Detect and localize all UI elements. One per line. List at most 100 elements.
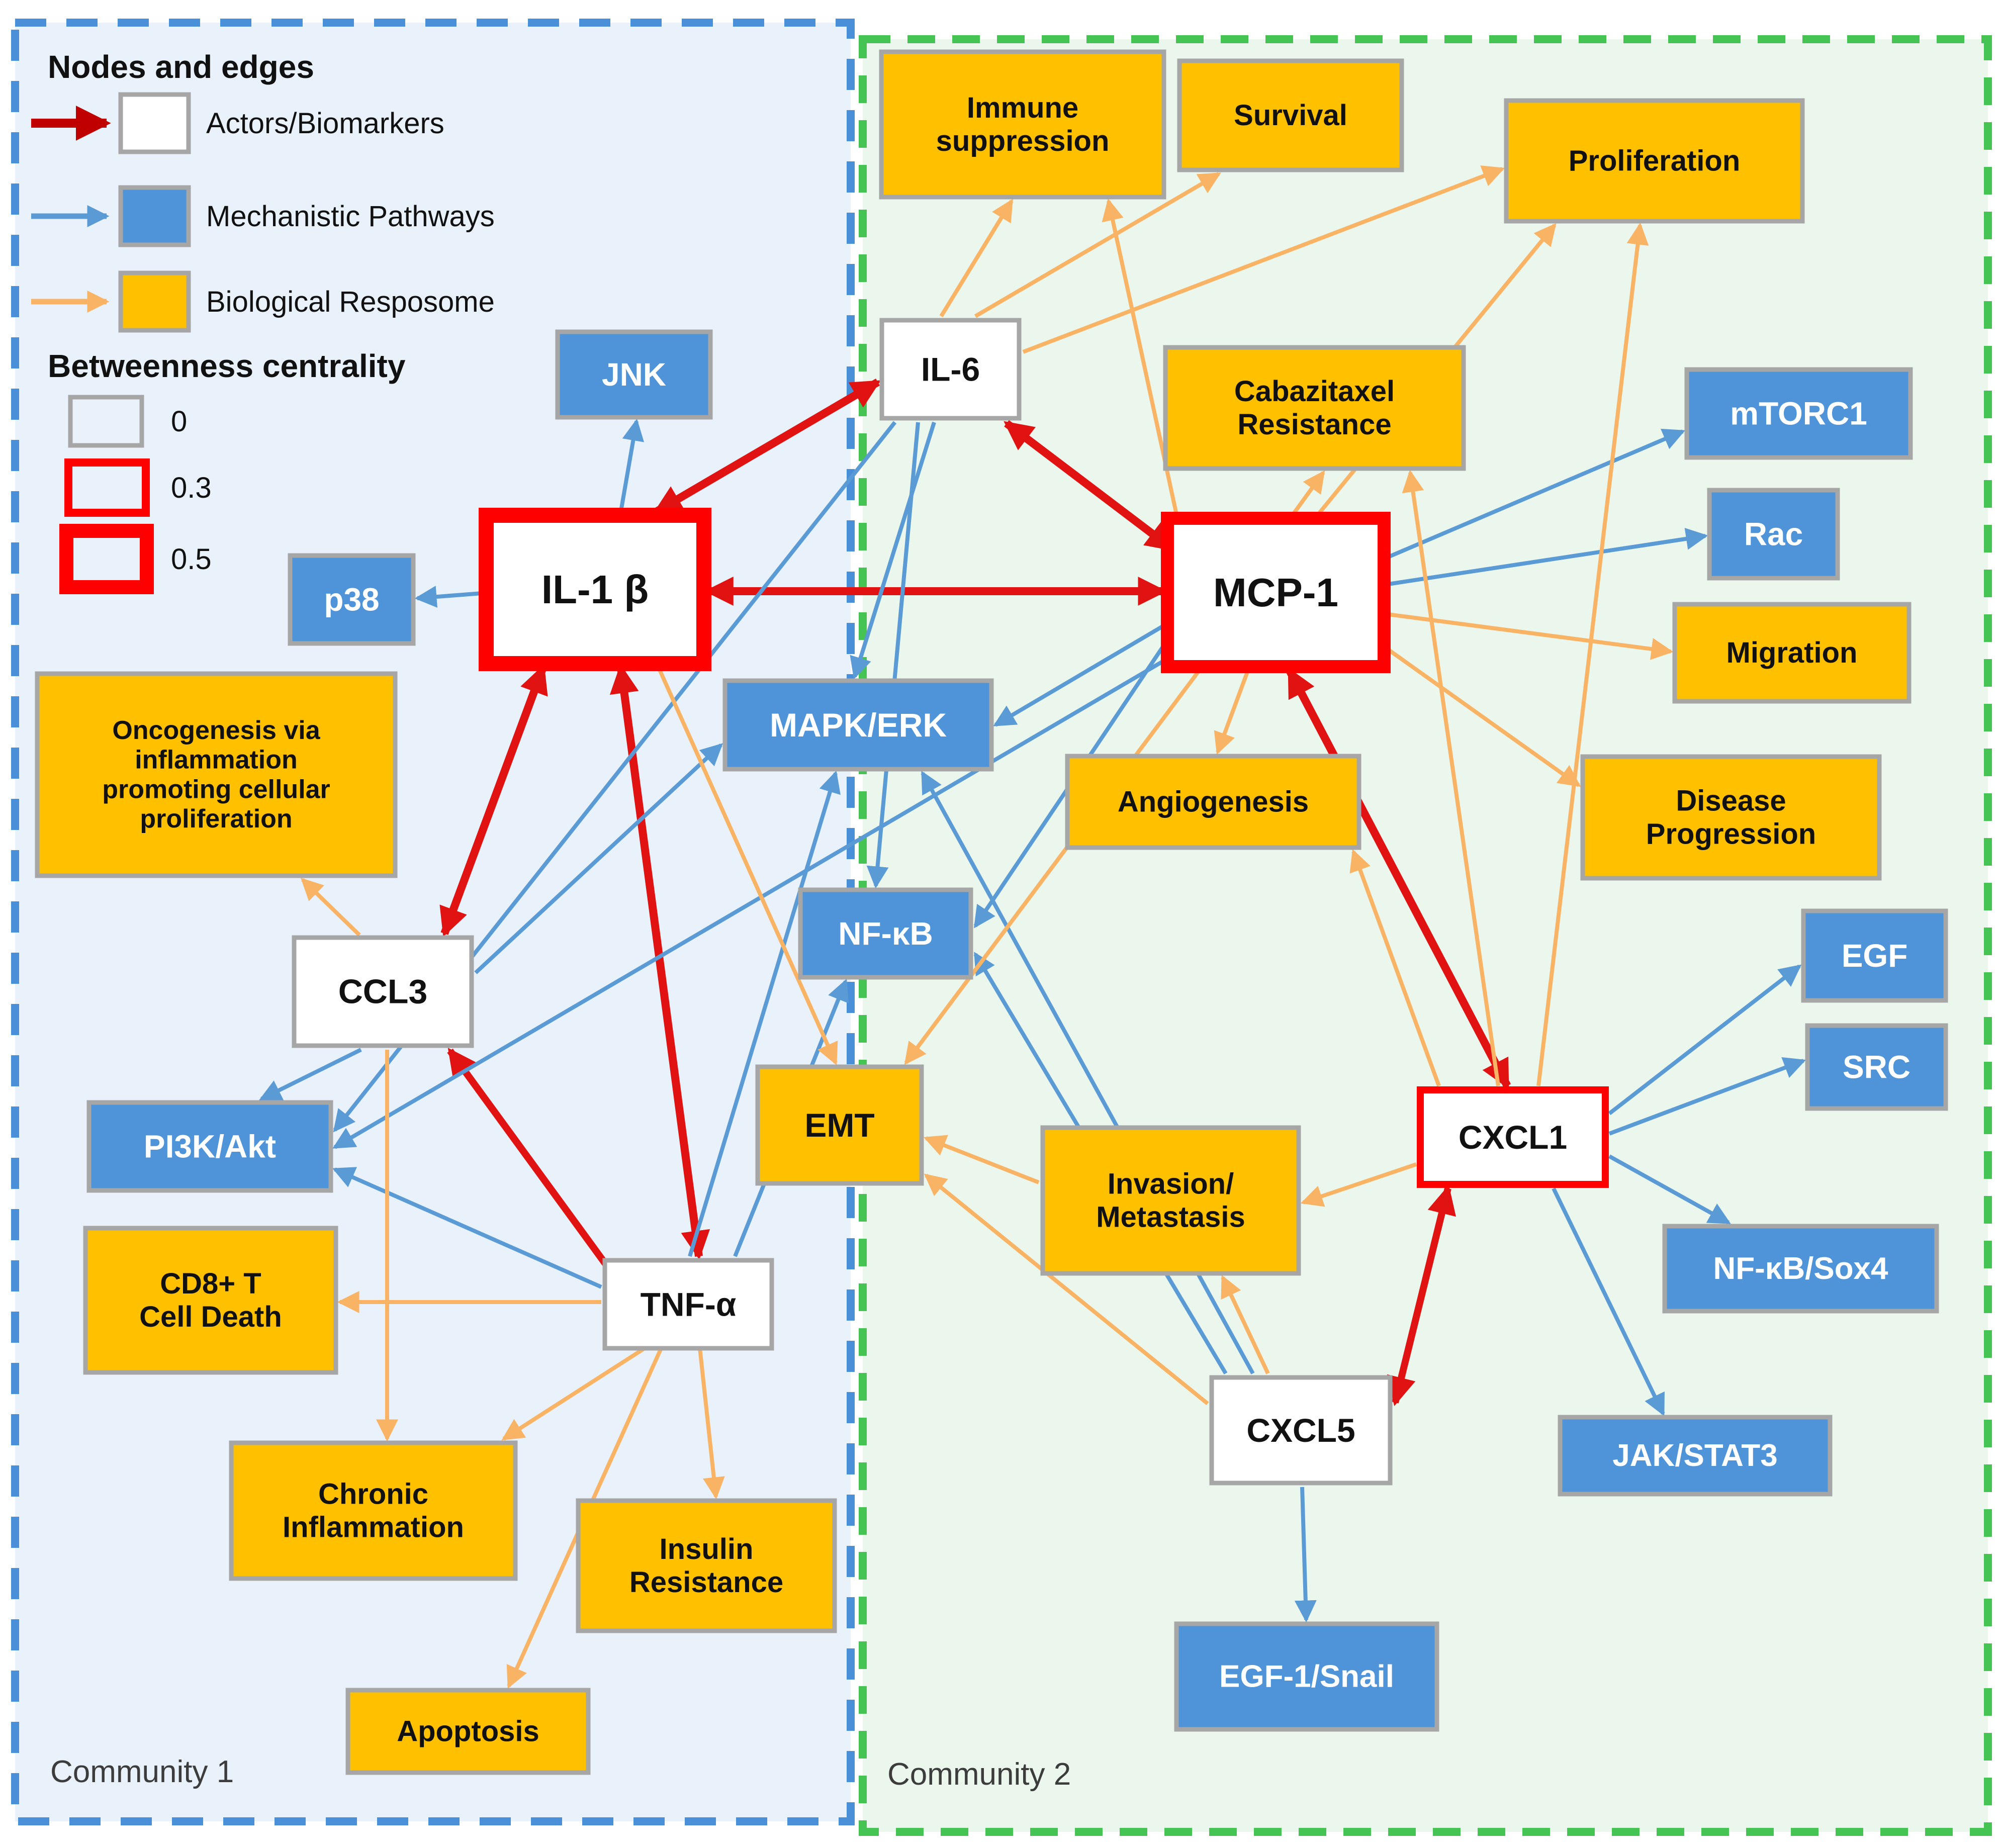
node-tnf-a-box [602, 1258, 774, 1351]
node-jak-stat3: JAK/STAT3 [1558, 1415, 1833, 1497]
edge-mcp-1-mtorc1 [1387, 428, 1686, 559]
node-src-box [1805, 1023, 1948, 1111]
edge-il-1b-p38 [414, 586, 483, 608]
node-nf-kb-label: NF-κB [838, 915, 933, 952]
node-migration-label: Migration [1726, 636, 1858, 669]
node-il-1b-label: IL-1 β [541, 567, 649, 612]
node-mapk-erk-box [722, 678, 994, 772]
node-rac-label: Rac [1744, 516, 1803, 552]
edge-mcp-1-migration [1388, 612, 1674, 660]
node-angiogenesis: Angiogenesis [1065, 754, 1361, 850]
edge-invasion-metastasis-emt [923, 1135, 1040, 1184]
edge-mcp-1-rac [1388, 528, 1708, 586]
community-1-label: Community 1 [50, 1754, 234, 1789]
edge-mcp-1-cabazitaxel-resistance [1291, 470, 1325, 516]
edge-il-1b-emt [657, 667, 838, 1066]
node-survival-box [1177, 58, 1404, 172]
betweenness-box-0.5 [59, 524, 154, 594]
node-il-1b-box [479, 508, 711, 671]
node-il-6-label: IL-6 [921, 351, 980, 388]
node-chronic-inflammation-box [229, 1440, 518, 1581]
edge-tnf-a-pi3k-akt [332, 1167, 602, 1289]
node-migration: Migration [1672, 602, 1912, 704]
edge-mcp-1-cxcl1 [1286, 667, 1511, 1089]
edge-cxcl5-egf-1-snail [1294, 1487, 1317, 1623]
edge-il-6-mapk-erk [850, 421, 936, 680]
node-mtorc1-label: mTORC1 [1730, 396, 1867, 432]
node-invasion-metastasis-box [1040, 1125, 1301, 1276]
edge-il-1b-il-6 [653, 379, 881, 515]
node-src-label: SRC [1843, 1049, 1910, 1085]
node-invasion-metastasis-label: Invasion/Metastasis [1096, 1168, 1245, 1234]
edge-il-6-mcp-1 [1004, 420, 1175, 552]
node-rac-box [1707, 488, 1840, 581]
edge-cxcl1-proliferation [1536, 222, 1649, 1086]
legend-box-actors-biomarkers [118, 92, 191, 154]
node-p38-label: p38 [324, 582, 379, 618]
legend-title: Nodes and edges [48, 49, 314, 85]
node-apoptosis-box [345, 1688, 591, 1775]
node-jnk-box [555, 329, 713, 420]
node-mcp-1-label: MCP-1 [1213, 570, 1338, 615]
node-immune-suppression-box [879, 49, 1166, 200]
node-proliferation-box [1504, 98, 1805, 224]
node-nf-kb-sox4-label: NF-κB/Sox4 [1713, 1251, 1888, 1286]
node-pi3k-akt: PI3K/Akt [86, 1100, 333, 1193]
node-egf-label: EGF [1842, 938, 1908, 974]
legend-label-mechanistic-pathways: Mechanistic Pathways [206, 200, 495, 233]
edge-il-1b-ccl3 [439, 664, 548, 937]
node-cd8-t-cell-death-box [83, 1226, 338, 1375]
community-2-label: Community 2 [887, 1757, 1071, 1792]
node-ccl3-label: CCL3 [338, 973, 428, 1011]
edge-il-6-survival [974, 172, 1221, 318]
edge-il-1b-tnf-a [609, 664, 710, 1260]
node-cabazitaxel-resistance-box [1163, 345, 1466, 471]
edge-cxcl1-src [1608, 1057, 1806, 1136]
edge-ccl3-oncogenesis [301, 878, 361, 937]
node-p38: p38 [288, 553, 416, 646]
edges-layer [259, 165, 1806, 1689]
edge-ccl3-pi3k-akt [259, 1048, 362, 1101]
edge-tnf-a-chronic-inflammation [501, 1346, 646, 1441]
edge-il-6-proliferation [1022, 165, 1505, 354]
node-cxcl5-label: CXCL5 [1246, 1412, 1355, 1449]
node-nf-kb-box [798, 887, 973, 980]
node-egf-1-snail-box [1174, 1621, 1439, 1732]
node-emt: EMT [755, 1064, 924, 1186]
node-insulin-resistance-box [576, 1498, 837, 1633]
edge-mcp-1-emt [904, 669, 1201, 1065]
node-tnf-a-label: TNF-α [641, 1286, 737, 1323]
edge-mcp-1-mapk-erk [993, 624, 1165, 727]
node-il-6: IL-6 [879, 318, 1022, 421]
node-egf-1-snail: EGF-1/Snail [1174, 1621, 1439, 1732]
edge-mcp-1-angiogenesis [1214, 670, 1250, 755]
legend-box-mechanistic-pathways [118, 185, 191, 247]
edge-cxcl5-invasion-metastasis [1221, 1275, 1270, 1374]
node-jnk: JNK [555, 329, 713, 420]
node-survival: Survival [1177, 58, 1404, 172]
edge-cxcl1-cabazitaxel-resistance [1402, 470, 1500, 1086]
betweenness-box-0.3 [64, 458, 150, 517]
node-mcp-1-box [1161, 512, 1391, 673]
node-apoptosis: Apoptosis [345, 1688, 591, 1775]
node-oncogenesis-box [35, 671, 398, 878]
edge-tnf-a-ccl3 [447, 1048, 611, 1270]
edge-cxcl1-invasion-metastasis [1300, 1162, 1417, 1207]
node-cxcl5: CXCL5 [1209, 1375, 1393, 1486]
node-jak-stat3-box [1558, 1415, 1833, 1497]
node-angiogenesis-label: Angiogenesis [1118, 786, 1309, 818]
edge-tnf-a-insulin-resistance [698, 1348, 725, 1500]
node-tnf-a: TNF-α [602, 1258, 774, 1351]
